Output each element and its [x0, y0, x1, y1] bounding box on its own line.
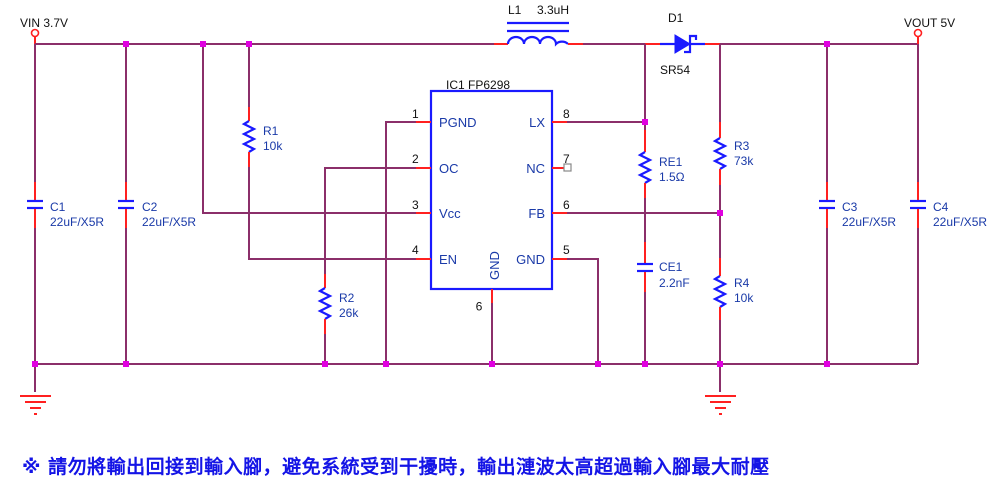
- re1-ref: RE1: [659, 155, 683, 169]
- junction-dot: [824, 41, 830, 47]
- c2-ref: C2: [142, 200, 158, 214]
- ic-pin-name-en: EN: [439, 252, 457, 267]
- ic-pin-name-gnd: GND: [516, 252, 545, 267]
- pgnd-wire: [385, 121, 416, 364]
- c4-ref: C4: [933, 200, 949, 214]
- diode-d1: [645, 34, 720, 54]
- vout-label: VOUT 5V: [904, 16, 955, 30]
- junction-dot: [32, 361, 38, 367]
- re1-value: 1.5Ω: [659, 170, 685, 184]
- junction-dot: [489, 361, 495, 367]
- r2-ref: R2: [339, 291, 355, 305]
- ic-pin-name-lx: LX: [529, 115, 545, 130]
- c1-value: 22uF/X5R: [50, 215, 104, 229]
- inductor-coil-icon: [506, 35, 569, 47]
- resistor-r3: [712, 44, 728, 213]
- ic-pin-name-nc: NC: [526, 161, 545, 176]
- ic-pin-name-gnd-pad: GND: [487, 251, 502, 280]
- ic-pin-num-5: 5: [563, 243, 570, 257]
- ground-symbol-left-icon: [20, 364, 51, 415]
- junction-dot: [717, 210, 723, 216]
- ic-pin-num-9: 9: [475, 299, 482, 313]
- junctions: [32, 41, 830, 367]
- r3-ref: R3: [734, 139, 750, 153]
- ic-pin-num-6: 6: [563, 198, 570, 212]
- capacitor-ce1: [637, 242, 653, 364]
- capacitor-c4: [910, 44, 926, 364]
- capacitor-c1: [27, 44, 43, 364]
- junction-dot: [200, 41, 206, 47]
- r4-value: 10k: [734, 291, 754, 305]
- warning-note: ※ 請勿將輸出回接到輸入腳，避免系統受到干擾時，輸出漣波太高超過輸入腳最大耐壓: [22, 456, 770, 478]
- junction-dot: [717, 361, 723, 367]
- c4-value: 22uF/X5R: [933, 215, 987, 229]
- ic-pin-num-4: 4: [412, 243, 419, 257]
- ic-pin-name-oc: OC: [439, 161, 459, 176]
- vin-label: VIN 3.7V: [20, 16, 68, 30]
- gnd-pin5-wire: [567, 258, 599, 364]
- junction-dot: [595, 361, 601, 367]
- capacitor-c3: [819, 44, 835, 364]
- ic-pin-num-1: 1: [412, 107, 419, 121]
- ic1-fp6298: [416, 89, 567, 303]
- ic1-label: IC1 FP6298: [446, 78, 510, 92]
- r4-ref: R4: [734, 276, 750, 290]
- r1-value: 10k: [263, 139, 283, 153]
- c1-ref: C1: [50, 200, 66, 214]
- resistor-r4: [712, 213, 728, 364]
- c3-ref: C3: [842, 200, 858, 214]
- junction-dot: [383, 361, 389, 367]
- schottky-diode-icon: [674, 34, 691, 54]
- junction-dot: [246, 41, 252, 47]
- resistor-r1: [241, 44, 416, 260]
- ic-pin-num-7: 7: [563, 152, 570, 166]
- junction-dot: [642, 361, 648, 367]
- ic-pin-name-fb: FB: [528, 206, 545, 221]
- ce1-ref: CE1: [659, 260, 683, 274]
- d1-value: SR54: [660, 63, 690, 77]
- ic-pin-name-vcc: Vcc: [439, 206, 461, 221]
- ic-pin-num-3: 3: [412, 198, 419, 212]
- resistor-zigzag-icon: [241, 120, 257, 153]
- junction-dot: [322, 361, 328, 367]
- ic-pin-name-pgnd: PGND: [439, 115, 477, 130]
- ground-symbol-right-icon: [705, 364, 736, 415]
- l1-ref: L1: [508, 3, 522, 17]
- vin-rail: [30, 28, 494, 45]
- c3-value: 22uF/X5R: [842, 215, 896, 229]
- junction-dot: [642, 119, 648, 125]
- r1-ref: R1: [263, 124, 279, 138]
- inductor-l1: [494, 21, 583, 47]
- vout-terminal-icon: [913, 28, 923, 38]
- resistor-re1: [637, 122, 653, 242]
- d1-ref: D1: [668, 11, 684, 25]
- vcc-wire: [202, 44, 416, 214]
- capacitor-c2: [118, 44, 134, 364]
- vin-terminal-icon: [30, 28, 40, 38]
- ic-pin-num-8: 8: [563, 107, 570, 121]
- junction-dot: [123, 361, 129, 367]
- nc-marker-icon: [563, 163, 572, 172]
- l1-value: 3.3uH: [537, 3, 569, 17]
- r3-value: 73k: [734, 154, 754, 168]
- c2-value: 22uF/X5R: [142, 215, 196, 229]
- junction-dot: [123, 41, 129, 47]
- resistor-r2: [317, 167, 416, 364]
- junction-dot: [824, 361, 830, 367]
- ce1-value: 2.2nF: [659, 276, 690, 290]
- r2-value: 26k: [339, 306, 359, 320]
- ic-pin-num-2: 2: [412, 152, 419, 166]
